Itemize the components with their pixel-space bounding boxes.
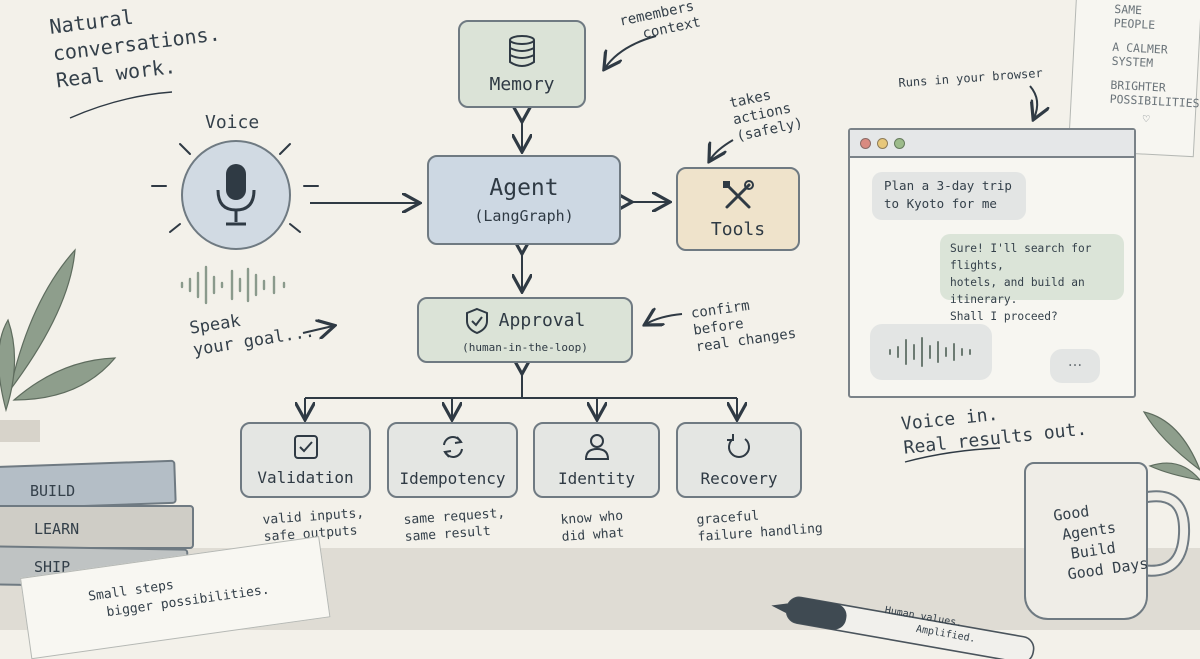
user-message-line: to Kyoto for me (884, 196, 997, 211)
microphone-icon (216, 164, 256, 226)
memory-label: Memory (489, 73, 555, 95)
user-icon (584, 433, 609, 460)
plant-right-icon (1142, 411, 1200, 481)
mug-body (1024, 462, 1148, 620)
agent-message-line: Sure! I'll search for flights, (950, 242, 1092, 272)
module-label: Identity (557, 468, 636, 488)
checkbox-icon (293, 434, 318, 459)
tools-node[interactable]: Tools (676, 167, 800, 251)
tools-icon (723, 179, 754, 208)
refresh-icon (442, 435, 463, 458)
user-message-bubble: Plan a 3-day trip to Kyoto for me (872, 172, 1026, 220)
book (0, 505, 194, 549)
approval-node[interactable]: Approval (human-in-the-loop) (417, 297, 633, 363)
mug-text: Good Agents Build Good Days (1052, 494, 1150, 585)
heart-icon: ♡ (1142, 111, 1150, 126)
microphone-button[interactable] (181, 140, 291, 250)
agent-sublabel: (LangGraph) (474, 207, 574, 225)
identity-node[interactable]: Identity (533, 422, 660, 498)
identity-desc: know who did what (560, 508, 625, 546)
book (0, 459, 177, 511)
memory-node[interactable]: Memory (458, 20, 586, 108)
window-maximize-dot[interactable] (894, 137, 905, 149)
voice-label: Voice (205, 112, 260, 133)
idempotency-node[interactable]: Idempotency (387, 422, 518, 498)
validation-node[interactable]: Validation (240, 422, 371, 498)
agent-message-line: hotels, and build an itinerary. (950, 276, 1085, 306)
voice-waveform-icon (180, 265, 286, 305)
plant-left-icon (0, 248, 117, 442)
shield-check-icon (465, 307, 488, 334)
mug-handle-icon (1140, 490, 1191, 577)
recovery-node[interactable]: Recovery (676, 422, 802, 498)
module-label: Recovery (700, 468, 778, 488)
voice-rays (151, 143, 319, 233)
agent-label: Agent (489, 175, 559, 201)
book-label: LEARN (34, 520, 80, 538)
idempotency-desc: same request, same result (403, 505, 507, 546)
approval-label: Approval (498, 310, 586, 331)
module-label: Idempotency (399, 468, 506, 488)
browser-titlebar (850, 130, 1134, 158)
connectors (69, 35, 1200, 463)
agent-node[interactable]: Agent (LangGraph) (427, 155, 621, 245)
tools-label: Tools (710, 218, 766, 240)
database-icon (509, 34, 535, 67)
window-close-dot[interactable] (860, 137, 871, 149)
audio-waveform-icon (889, 337, 971, 367)
book-label: BUILD (30, 482, 76, 500)
agent-message-line: Shall I proceed? (950, 310, 1058, 323)
user-message-line: Plan a 3-day trip (884, 178, 1012, 193)
window-minimize-dot[interactable] (877, 137, 888, 149)
voice-message-bubble[interactable] (870, 324, 992, 380)
approval-sublabel: (human-in-the-loop) (462, 340, 588, 354)
recovery-icon (727, 433, 750, 458)
agent-message-bubble: Sure! I'll search for flights, hotels, a… (940, 234, 1124, 323)
browser-window: Plan a 3-day trip to Kyoto for me Sure! … (848, 128, 1136, 398)
typing-indicator: ... (1050, 349, 1100, 383)
module-label: Validation (257, 467, 354, 487)
